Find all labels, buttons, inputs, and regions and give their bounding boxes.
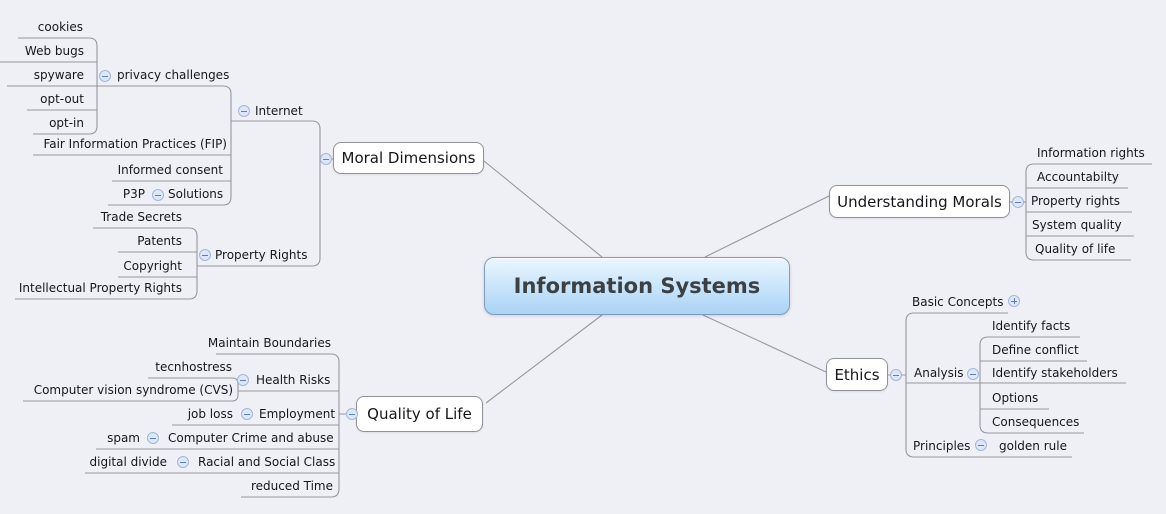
topic-cookies[interactable]: cookies: [37, 20, 83, 34]
minus-glyph: [202, 254, 208, 256]
topic-patents[interactable]: Patents: [137, 234, 182, 248]
minus-icon-principles[interactable]: [975, 439, 987, 451]
topic-principles[interactable]: Principles: [913, 439, 971, 453]
topic-property-rights-right[interactable]: Property rights: [1031, 194, 1121, 208]
topic-ethics[interactable]: Ethics: [826, 358, 888, 391]
minus-glyph: [155, 194, 161, 196]
topic-web-bugs[interactable]: Web bugs: [24, 44, 84, 58]
topic-fair-information-practices[interactable]: Fair Information Practices (FIP): [43, 137, 227, 151]
minus-icon-analysis[interactable]: [967, 368, 979, 380]
minus-icon-understanding-morals[interactable]: [1012, 196, 1024, 208]
plus-icon-basic-concepts[interactable]: [1008, 295, 1020, 307]
topic-trade-secrets[interactable]: Trade Secrets: [100, 210, 182, 224]
central-topic[interactable]: Information Systems: [484, 257, 790, 315]
topic-copyright[interactable]: Copyright: [123, 259, 182, 273]
topic-spyware[interactable]: spyware: [33, 68, 84, 82]
topic-property-rights[interactable]: Property Rights: [215, 248, 308, 262]
minus-glyph: [970, 373, 976, 375]
minus-glyph: [150, 437, 156, 439]
topic-intellectual-property-rights[interactable]: Intellectual Property Rights: [18, 281, 182, 295]
topic-opt-in[interactable]: opt-in: [49, 116, 84, 130]
minus-glyph: [349, 413, 355, 415]
minus-icon-employment[interactable]: [241, 408, 253, 420]
topic-identify-facts[interactable]: Identify facts: [992, 319, 1071, 333]
minus-glyph: [893, 374, 899, 376]
topic-quality-of-life[interactable]: Quality of Life: [356, 396, 483, 432]
topic-information-rights[interactable]: Information rights: [1037, 146, 1145, 160]
minus-icon-racial-social[interactable]: [177, 456, 189, 468]
topic-racial-and-social-class[interactable]: Racial and Social Class: [198, 455, 336, 469]
minus-glyph: [323, 158, 329, 160]
topic-health-risks[interactable]: Health Risks: [256, 373, 331, 387]
topic-moral-dimensions[interactable]: Moral Dimensions: [333, 142, 484, 174]
topic-employment[interactable]: Employment: [259, 407, 336, 421]
topic-computer-crime-and-abuse[interactable]: Computer Crime and abuse: [168, 431, 334, 445]
topic-analysis[interactable]: Analysis: [914, 366, 964, 380]
topic-maintain-boundaries[interactable]: Maintain Boundaries: [207, 336, 331, 350]
minus-glyph: [102, 75, 108, 77]
minus-glyph: [244, 413, 250, 415]
topic-understanding-morals[interactable]: Understanding Morals: [829, 185, 1010, 218]
minus-icon-internet[interactable]: [238, 105, 250, 117]
minus-glyph: [978, 444, 984, 446]
minus-glyph: [241, 110, 247, 112]
minus-icon-moral-dimensions[interactable]: [320, 153, 332, 165]
minus-icon-ethics[interactable]: [890, 369, 902, 381]
topic-consequences[interactable]: Consequences: [992, 415, 1080, 429]
topic-quality-of-life-right[interactable]: Quality of life: [1035, 242, 1116, 256]
minus-icon-quality-of-life[interactable]: [346, 408, 358, 420]
topic-system-quality[interactable]: System quality: [1032, 218, 1122, 232]
topic-solutions[interactable]: Solutions: [168, 187, 224, 201]
topic-basic-concepts[interactable]: Basic Concepts: [912, 295, 1004, 309]
topic-define-conflict[interactable]: Define conflict: [992, 343, 1079, 357]
topic-tecnhostress[interactable]: tecnhostress: [155, 360, 232, 374]
topic-identify-stakeholders[interactable]: Identify stakeholders: [992, 366, 1118, 380]
topic-reduced-time[interactable]: reduced Time: [250, 479, 333, 493]
minus-icon-computer-crime[interactable]: [147, 432, 159, 444]
topic-golden-rule[interactable]: golden rule: [999, 439, 1067, 453]
minus-icon-property-rights[interactable]: [199, 249, 211, 261]
topic-p3p[interactable]: P3P: [122, 187, 145, 201]
minus-icon-privacy-challenges[interactable]: [99, 70, 111, 82]
minus-glyph: [240, 379, 246, 381]
topic-internet[interactable]: Internet: [255, 104, 303, 118]
topic-computer-vision-syndrome[interactable]: Computer vision syndrome (CVS): [33, 383, 233, 397]
minus-icon-solutions[interactable]: [152, 189, 164, 201]
topic-job-loss[interactable]: job loss: [187, 407, 233, 421]
topic-opt-out[interactable]: opt-out: [40, 92, 84, 106]
minus-glyph: [180, 461, 186, 463]
minus-glyph: [1015, 201, 1021, 203]
topic-spam[interactable]: spam: [107, 431, 140, 445]
topic-accountabilty[interactable]: Accountabilty: [1037, 170, 1119, 184]
minus-icon-health-risks[interactable]: [237, 374, 249, 386]
topic-privacy-challenges[interactable]: privacy challenges: [117, 68, 230, 82]
topic-digital-divide[interactable]: digital divide: [89, 455, 168, 469]
plus-glyph-v: [1013, 298, 1015, 304]
topic-informed-consent[interactable]: Informed consent: [117, 163, 223, 177]
topic-options[interactable]: Options: [992, 391, 1039, 405]
